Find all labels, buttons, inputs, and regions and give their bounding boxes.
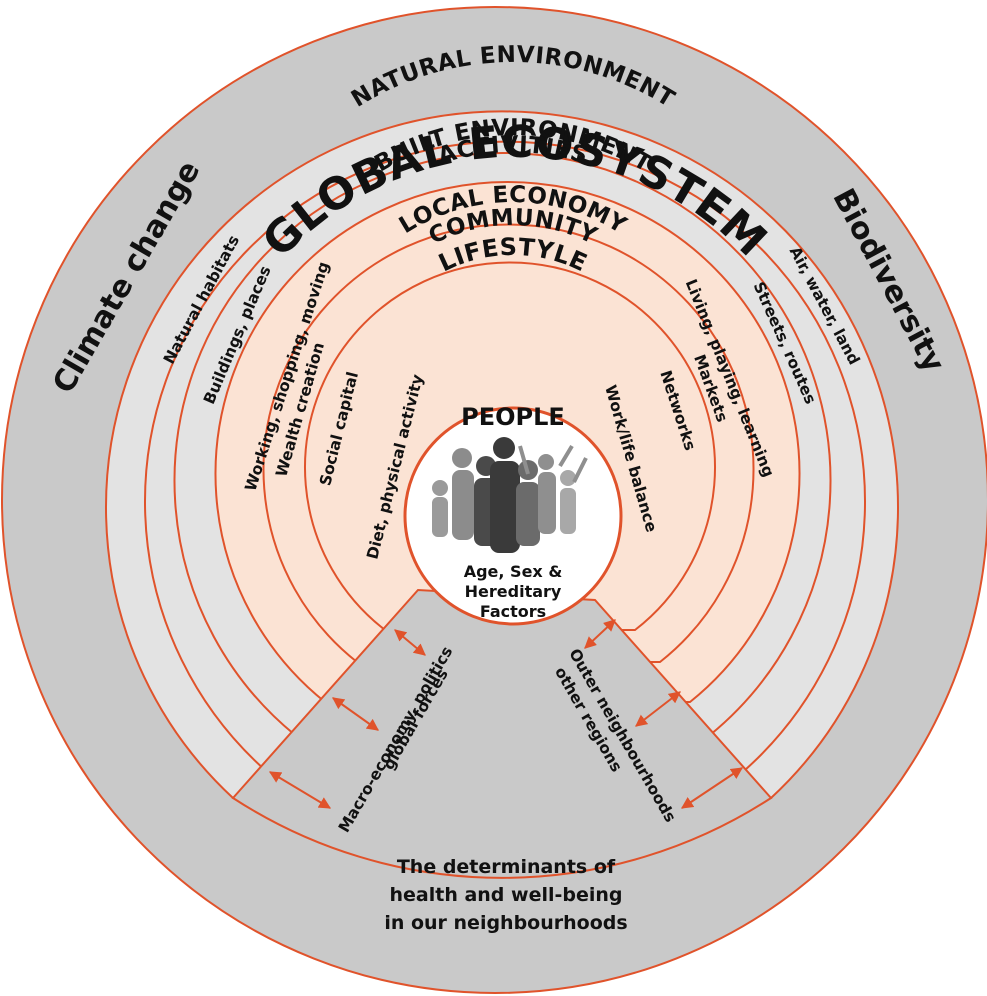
caption-line-2: health and well-being xyxy=(389,884,622,906)
arrow-left-2 xyxy=(332,697,379,731)
people-line-3: Factors xyxy=(480,602,546,621)
arrow-right-3 xyxy=(681,767,743,809)
arrow-right-1 xyxy=(584,619,616,649)
arrow-left-3 xyxy=(268,771,332,809)
people-line-1: Age, Sex & xyxy=(464,562,563,581)
caption-line-1: The determinants of xyxy=(397,856,616,878)
people-center: PEOPLE Age, Sex & Hereditary Factors xyxy=(403,403,623,626)
people-silhouettes-icon xyxy=(432,437,588,553)
arrow-right-2 xyxy=(635,691,681,727)
caption-line-3: in our neighbourhoods xyxy=(384,912,627,934)
bottom-arrows xyxy=(268,619,743,809)
arrow-left-1 xyxy=(394,629,426,656)
people-line-2: Hereditary xyxy=(465,582,562,601)
bottom-wedge xyxy=(231,588,773,879)
people-title: PEOPLE xyxy=(461,403,565,431)
